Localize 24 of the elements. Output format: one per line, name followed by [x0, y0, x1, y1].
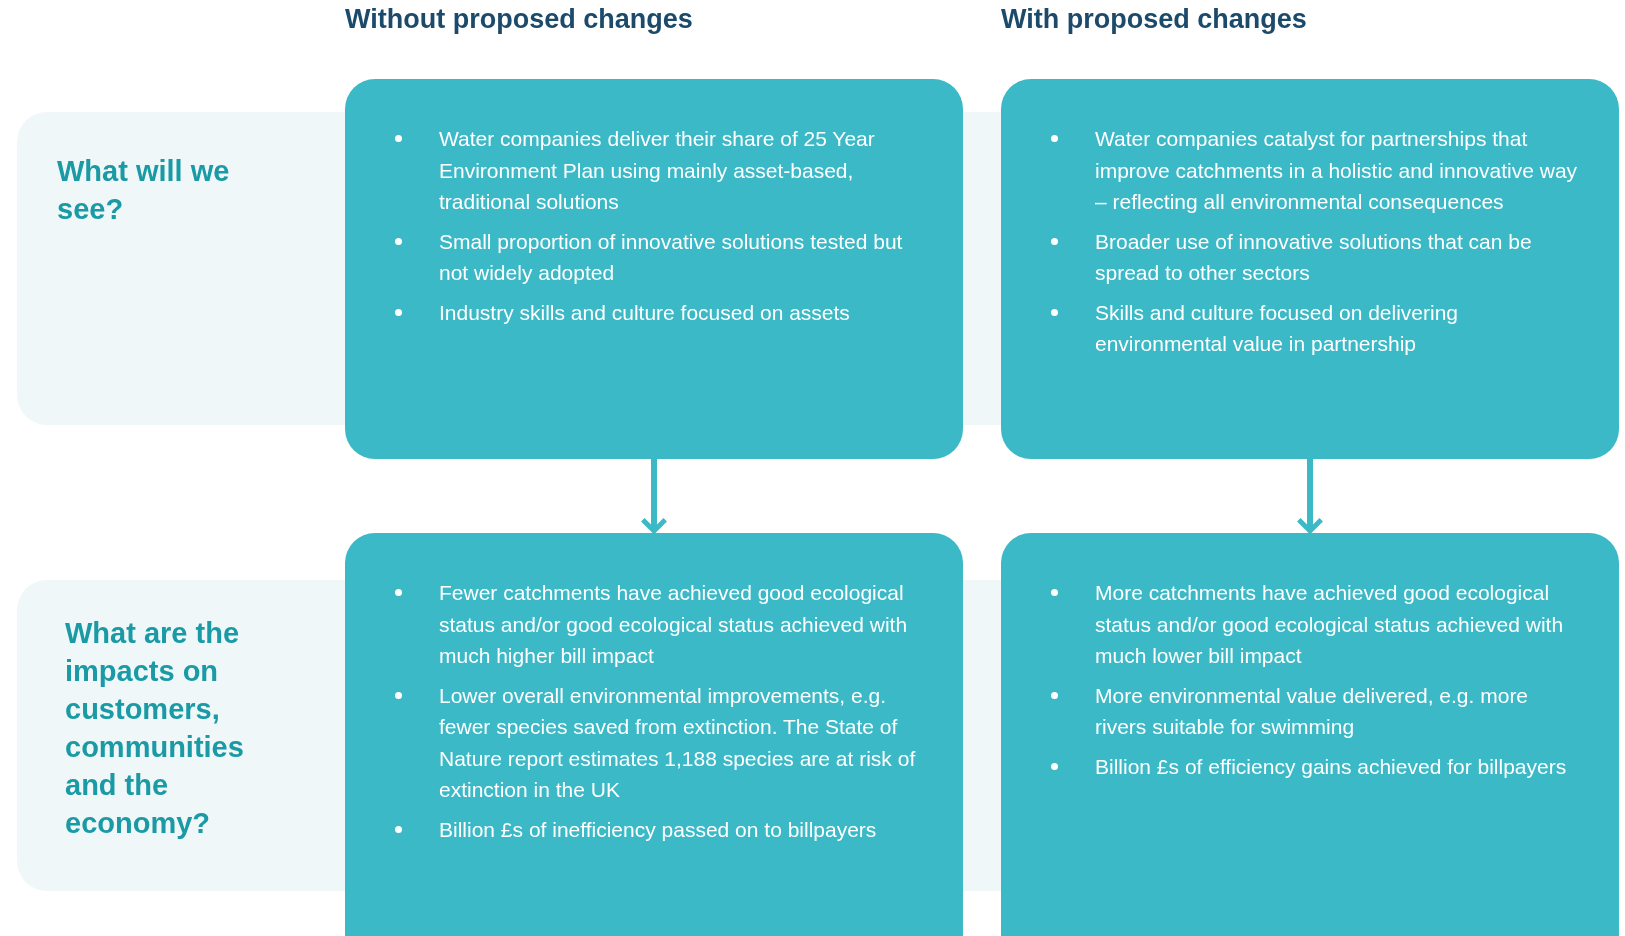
column-heading: Without proposed changes	[345, 4, 693, 35]
bullet-text: Billion £s of efficiency gains achieved for billpayers	[1095, 754, 1567, 778]
bullet-text: Skills and culture focused on delivering environmental value in partnership	[1095, 300, 1459, 355]
arrow	[1296, 459, 1324, 534]
bullet-text: Billion £s of inefficiency passed on to billpayers	[439, 817, 877, 841]
bullet-text: More catchments have achieved good ecological status and/or good ecological status achieved with much lower bill impact	[1095, 581, 1564, 667]
content-card	[1001, 533, 1619, 936]
bullet-text: More environmental value delivered, e.g. more rivers suitable for swimming	[1095, 683, 1529, 738]
bullet-text: Water companies deliver their share of 25 Year Environment Plan using mainly asset-based, traditional solutions	[439, 127, 875, 213]
content-card	[345, 533, 963, 936]
bullet-text: Lower overall environmental improvements, e.g. fewer species saved from extinction. The State of Nature report estimates 1,188 species are at risk of extinction in the UK	[439, 683, 916, 801]
arrow	[640, 459, 668, 534]
bullet-text: Broader use of innovative solutions that can be spread to other sectors	[1095, 229, 1532, 284]
bullet-text: Industry skills and culture focused on assets	[439, 300, 850, 324]
row-band	[17, 112, 345, 425]
bullet-text: Water companies catalyst for partnerships that improve catchments in a holistic and innovative way – reflecting all environmental consequences	[1095, 127, 1578, 213]
bullet-text: Small proportion of innovative solutions tested but not widely adopted	[439, 229, 903, 284]
row-heading: What are the impacts on customers, communities and the economy?	[65, 616, 245, 841]
row-heading: What will we see?	[57, 154, 231, 227]
row-band	[17, 580, 345, 891]
bullet-text: Fewer catchments have achieved good ecological status and/or good ecological status achieved with much higher bill impact	[439, 581, 908, 667]
content-card	[1001, 79, 1619, 459]
content-card	[345, 79, 963, 459]
column-heading: With proposed changes	[1001, 4, 1307, 35]
